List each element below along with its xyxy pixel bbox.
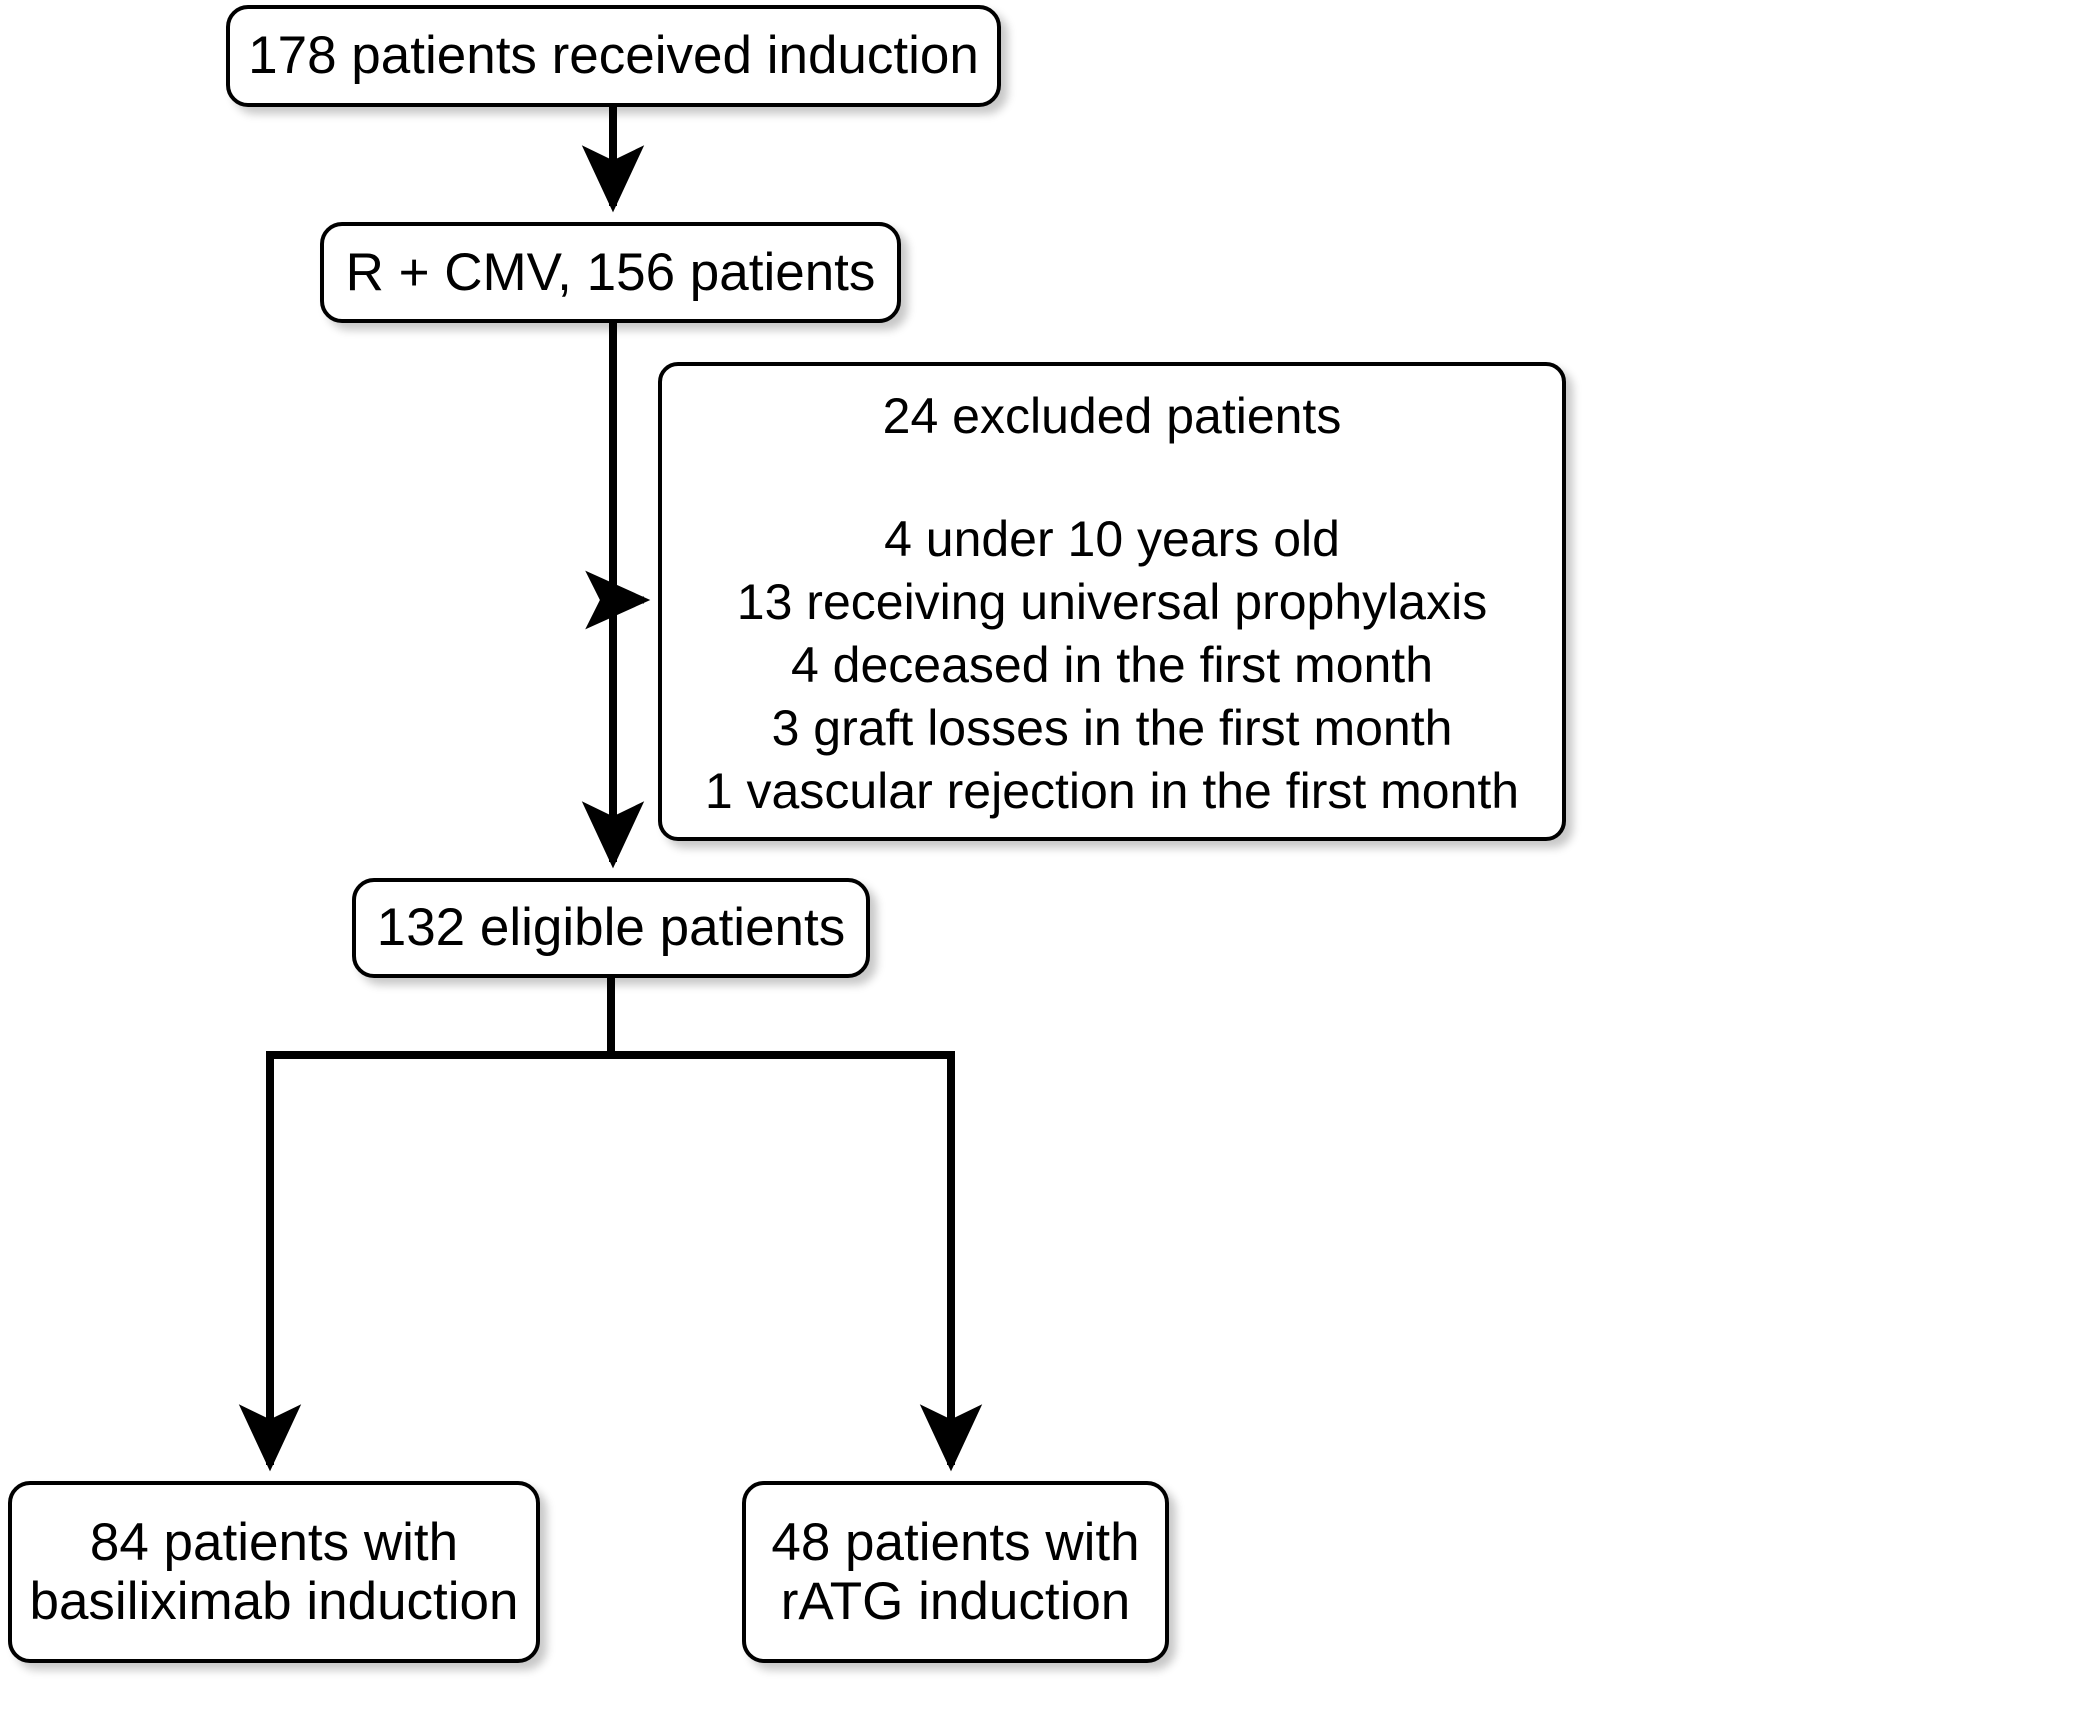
excluded-reason-item: 4 under 10 years old [884, 511, 1340, 567]
node-r-cmv-positive: R + CMV, 156 patients [320, 222, 901, 323]
edge-eligible-split [238, 978, 983, 1472]
excluded-reason-item: 13 receiving universal prophylaxis [736, 574, 1488, 630]
node-induction-received: 178 patients received induction [226, 5, 1001, 107]
excluded-content: 24 excluded patients 4 under 10 years ol… [676, 388, 1548, 823]
node-basiliximab-label: 84 patients with basiliximab induction [29, 1512, 519, 1631]
node-eligible-label: 132 eligible patients [376, 898, 846, 958]
excluded-title: 24 excluded patients [882, 388, 1342, 444]
node-r-cmv-label: R + CMV, 156 patients [345, 242, 876, 302]
node-excluded-patients: 24 excluded patients 4 under 10 years ol… [658, 362, 1566, 841]
node-eligible-patients: 132 eligible patients [352, 878, 870, 978]
excluded-reason-list: 4 under 10 years old 13 receiving univer… [676, 508, 1548, 823]
node-ratg-label: 48 patients with rATG induction [771, 1512, 1140, 1631]
excluded-reason-item: 3 graft losses in the first month [771, 700, 1453, 756]
excluded-reason-item: 1 vascular rejection in the first month [704, 763, 1520, 819]
node-ratg-arm: 48 patients with rATG induction [742, 1481, 1169, 1663]
node-induction-label: 178 patients received induction [248, 26, 979, 86]
node-basiliximab-arm: 84 patients with basiliximab induction [8, 1481, 540, 1663]
excluded-reason-item: 4 deceased in the first month [790, 637, 1434, 693]
